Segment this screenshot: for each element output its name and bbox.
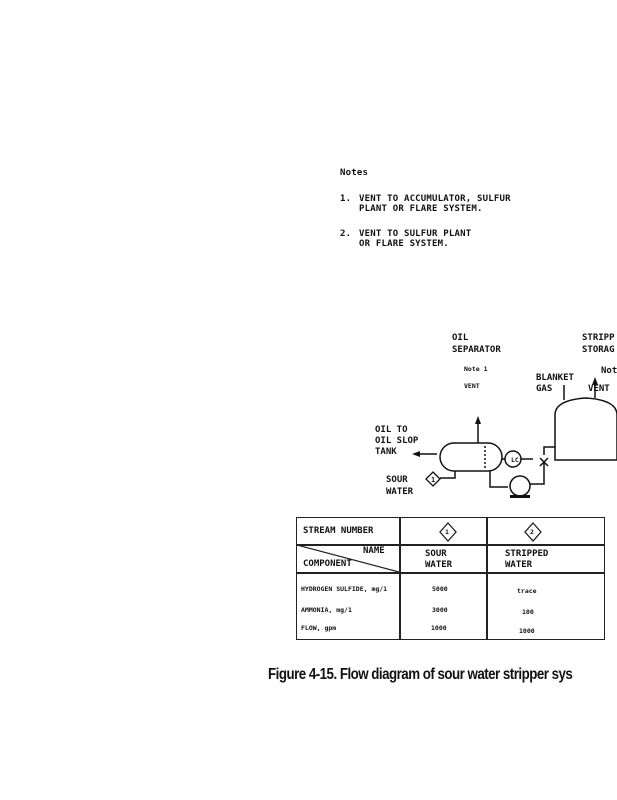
lc-label: LC xyxy=(511,456,519,464)
stripped-storage-label: STRIPP xyxy=(582,333,615,343)
oil-to-slop-label: TANK xyxy=(375,447,397,457)
figure-caption: Figure 4-15. Flow diagram of sour water … xyxy=(268,666,573,683)
name-header: NAME xyxy=(363,546,385,556)
component-row: AMMONIA, mg/1 xyxy=(301,606,352,614)
component-row: HYDROGEN SULFIDE, mg/1 xyxy=(301,585,388,593)
stripped-water-storage-tank xyxy=(554,397,617,461)
oil-separator-label: OIL xyxy=(452,333,469,343)
table-cell: 3000 xyxy=(432,606,448,614)
flow-diagram: 1 LC OIL SEPARATOR Note 1 VENT BLANKET G… xyxy=(375,333,617,498)
oil-to-slop-label: OIL TO xyxy=(375,425,408,435)
stripped-storage-label: STORAG xyxy=(582,345,615,355)
note-2-ref: Not xyxy=(601,366,617,376)
stream-number-header: STREAM NUMBER xyxy=(303,526,374,536)
stream-table: STREAM NUMBER NAME COMPONENT 1 2 SOUR WA… xyxy=(296,517,605,640)
note-1-text: VENT TO ACCUMULATOR, SULFUR PLANT OR FLA… xyxy=(359,194,511,214)
table-cell: 1000 xyxy=(431,624,447,632)
table-cell: 100 xyxy=(522,608,534,616)
blanket-gas-label: GAS xyxy=(536,384,552,394)
pump xyxy=(509,475,531,497)
blanket-gas-label: BLANKET xyxy=(536,373,575,383)
component-row: FLOW, gpm xyxy=(301,624,337,632)
table-cell: trace xyxy=(517,587,537,595)
note-1-ref: Note 1 xyxy=(464,365,488,373)
stream-1-diamond xyxy=(425,471,441,487)
oil-separator-vessel xyxy=(439,442,503,472)
stream-2-name: WATER xyxy=(505,560,533,570)
table-cell: 5000 xyxy=(432,585,448,593)
sour-water-label: WATER xyxy=(386,487,414,497)
sour-water-label: SOUR xyxy=(386,475,408,485)
note-1-number: 1. xyxy=(340,194,352,204)
vent-label-2: VENT xyxy=(588,384,610,394)
table-cell: 1000 xyxy=(519,627,535,635)
oil-to-slop-label: OIL SLOP xyxy=(375,436,419,446)
svg-text:1: 1 xyxy=(431,476,435,484)
notes-title: Notes xyxy=(340,168,369,178)
stream-1-name: SOUR xyxy=(425,549,447,559)
note-2-number: 2. xyxy=(340,229,352,239)
vent-label: VENT xyxy=(464,382,480,390)
stream-2-name: STRIPPED xyxy=(505,549,549,559)
stream-1-number: 1 xyxy=(445,528,449,536)
note-2-text: VENT TO SULFUR PLANT OR FLARE SYSTEM. xyxy=(359,229,472,249)
component-header: COMPONENT xyxy=(303,559,352,569)
stream-1-name: WATER xyxy=(425,560,453,570)
stream-2-number: 2 xyxy=(530,528,534,536)
oil-separator-label: SEPARATOR xyxy=(452,345,501,355)
